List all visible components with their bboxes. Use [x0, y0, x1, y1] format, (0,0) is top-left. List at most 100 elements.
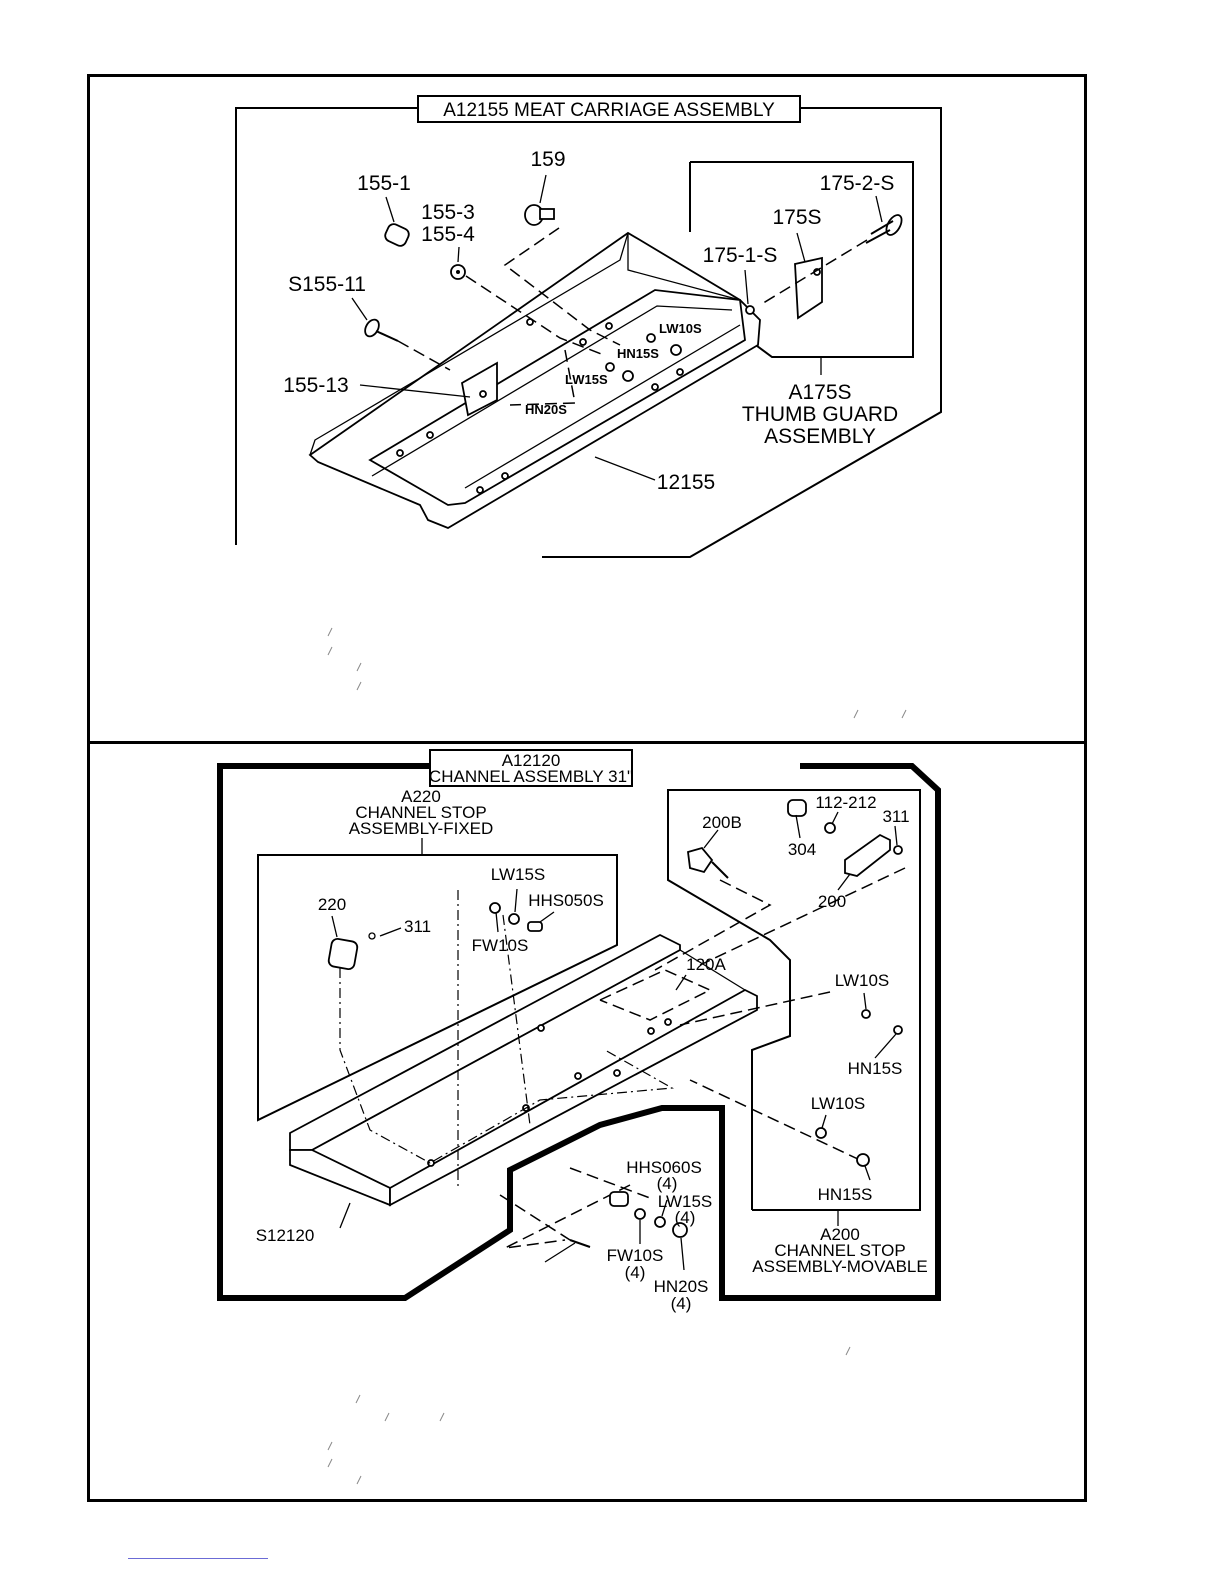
- leader: [331, 915, 338, 938]
- leader: [544, 1242, 576, 1263]
- assembly-line: [499, 1194, 571, 1241]
- channel-floor-edge: [311, 949, 746, 1151]
- diagram-title: CHANNEL ASSEMBLY 31": [429, 767, 633, 786]
- bracket-hole: [479, 390, 487, 398]
- mount-hole: [676, 368, 684, 376]
- label-175-1-s: 175-1-S: [703, 244, 778, 267]
- label-112-212: 112-212: [815, 793, 876, 812]
- faint-mark: [327, 1458, 333, 1468]
- label-assembly-fixed: ASSEMBLY-FIXED: [349, 819, 494, 838]
- assembly-boundary-right: [542, 107, 942, 558]
- label-200b: 200B: [702, 813, 742, 832]
- fixed-stop-box: [257, 854, 618, 1122]
- label-12155: 12155: [657, 471, 715, 494]
- label-s12120: S12120: [256, 1226, 315, 1245]
- mount-hole: [426, 431, 434, 439]
- diagram-title-code: A12120: [502, 751, 561, 770]
- label-200: 200: [818, 892, 846, 911]
- screw-159-shank: [539, 208, 555, 220]
- channel-hole: [574, 1072, 582, 1080]
- leader: [594, 456, 656, 481]
- mount-hole: [476, 486, 484, 494]
- assembly-line: [397, 340, 451, 371]
- mount-hole: [651, 383, 659, 391]
- screw-s155-11: [364, 318, 380, 338]
- bracket-120a: [599, 969, 712, 1021]
- leader: [795, 814, 801, 839]
- faint-marks-bottom: [327, 1346, 851, 1485]
- nut-hn15s-a: [893, 1025, 903, 1035]
- screw-shank: [865, 229, 891, 244]
- faint-mark: [356, 681, 362, 691]
- channel-hole: [664, 1018, 672, 1026]
- mount-hole: [605, 322, 613, 330]
- label-hn15s-b: HN15S: [818, 1185, 873, 1204]
- label-s155-11: S155-11: [288, 273, 366, 296]
- label-hhs060s-qty: (4): [657, 1174, 678, 1193]
- leader: [837, 873, 851, 891]
- nut-hn20s: [672, 1222, 688, 1238]
- washer-fw10s: [489, 902, 501, 914]
- washer-lw15s: [508, 913, 520, 925]
- faint-mark: [439, 1412, 445, 1422]
- label-lw15s-top: LW15S: [491, 865, 546, 884]
- assembly-line: [759, 239, 868, 306]
- leader: [514, 888, 518, 913]
- nut-hn15s-b: [856, 1153, 870, 1167]
- leader: [379, 927, 402, 937]
- title-box: [429, 749, 633, 787]
- leader: [875, 195, 883, 223]
- label-hn20s: HN20S: [654, 1277, 709, 1296]
- channel-hole: [613, 1069, 621, 1077]
- faint-mark: [327, 1441, 333, 1451]
- carriage-channel-edge: [371, 305, 733, 477]
- leader: [894, 825, 898, 846]
- channel-assembly-diagram: A12120 CHANNEL ASSEMBLY 31" A220 CHANNEL…: [217, 749, 941, 1313]
- washer-lw15s-bottom: [654, 1216, 666, 1228]
- thumb-guard-nut: [745, 305, 755, 315]
- assembly-boundary-left: [235, 107, 420, 545]
- label-155-3: 155-3: [421, 201, 475, 224]
- assembly-boundary: [217, 763, 941, 1301]
- bolt-155-1: [384, 223, 410, 247]
- guide-line: [502, 914, 531, 1126]
- pin-311: [368, 932, 376, 940]
- assembly-line: [679, 991, 831, 1026]
- leader: [675, 974, 687, 991]
- label-hn15s: HN15S: [617, 346, 659, 361]
- label-fw10s-bottom: FW10S: [607, 1246, 664, 1265]
- faint-mark: [853, 709, 859, 719]
- carriage-inner-channel: [368, 289, 746, 506]
- faint-mark: [355, 1394, 361, 1404]
- lw10s-washer: [646, 333, 656, 343]
- meat-carriage-diagram: A12155 MEAT CARRIAGE ASSEMBLY: [235, 95, 942, 558]
- label-311-left: 311: [404, 917, 431, 936]
- faint-mark: [356, 1475, 362, 1485]
- title-box: [417, 95, 801, 123]
- label-a175s: A175S: [788, 381, 851, 404]
- mount-hole: [501, 472, 509, 480]
- mount-hole: [579, 338, 587, 346]
- faint-mark: [327, 627, 333, 637]
- faint-mark: [384, 1412, 390, 1422]
- leader: [821, 1114, 827, 1129]
- label-lw10s-a: LW10S: [835, 971, 890, 990]
- label-304: 304: [788, 840, 816, 859]
- label-hn20s: HN20S: [525, 402, 567, 417]
- screw-175-2-s: [885, 214, 903, 236]
- label-159: 159: [530, 148, 565, 171]
- faint-mark: [327, 646, 333, 656]
- leader: [680, 1237, 685, 1271]
- leader: [539, 174, 547, 204]
- channel-hole: [647, 1027, 655, 1035]
- label-lw15s-qty: (4): [675, 1208, 696, 1227]
- thumb-guard-plate: [794, 256, 823, 320]
- movable-stop-box: [667, 789, 921, 1211]
- hn15s-nut: [670, 344, 682, 356]
- channel-end: [289, 1149, 391, 1207]
- thumb-guard-box: [690, 161, 914, 358]
- label-220: 220: [318, 895, 346, 914]
- carriage-end-wall: [627, 233, 741, 301]
- label-175-2-s: 175-2-S: [820, 172, 895, 195]
